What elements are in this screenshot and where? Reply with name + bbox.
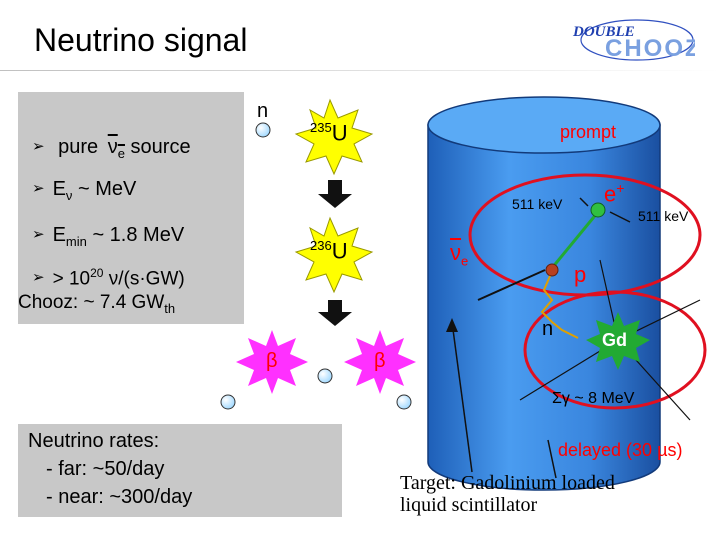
gamma-right-arrow — [609, 211, 631, 223]
delayed-ellipse — [523, 290, 707, 410]
pure-label: pure — [58, 136, 99, 158]
detector-top — [427, 96, 661, 154]
nu-glyph: ν — [107, 136, 118, 158]
energy-symbol: E — [52, 178, 66, 200]
beta-label-right: β — [374, 350, 386, 372]
flux-exponent: 20 — [90, 266, 104, 280]
positron-charge: + — [616, 180, 625, 196]
neutron-label: n — [257, 100, 269, 122]
nu-glyph: ν — [450, 240, 461, 265]
u235-mass: 235 — [310, 120, 332, 135]
gamma-511-right-label: 511 keV — [638, 208, 689, 224]
target-pointer-2 — [547, 439, 557, 479]
fragment-ball-2 — [317, 368, 333, 384]
nu-subscript: e — [117, 146, 125, 161]
beta-label-left: β — [266, 350, 278, 372]
bullet-energy: ➢ Eν ~ MeV — [32, 178, 136, 203]
arrow-bullet-icon: ➢ — [32, 226, 45, 243]
neutron-path — [540, 275, 579, 339]
double-chooz-logo: DOUBLE CHOOZ — [572, 19, 695, 62]
emin-value: ~ 1.8 MeV — [92, 224, 185, 246]
beta-star-right — [344, 330, 416, 394]
bullet-chooz-power: Chooz: ~ 7.4 GWth — [18, 292, 175, 316]
beta-star-left — [236, 330, 308, 394]
neutron-capture-label: n — [542, 318, 554, 340]
bullet-pure-source: ➢ pure νe source — [32, 136, 191, 161]
antineutrino-symbol: νe — [107, 136, 125, 161]
flux-base: > 10 — [52, 268, 91, 290]
flux-unit: ν/(s·GW) — [108, 268, 185, 290]
u235-symbol: U — [331, 120, 348, 146]
gamma-511-left-label: 511 keV — [512, 196, 563, 212]
target-description: Target: Gadolinium loaded liquid scintil… — [400, 472, 615, 516]
logo-orbit — [580, 19, 694, 61]
u236-label: 236U — [310, 238, 348, 264]
bullet-panel: ➢ pure νe source ➢Eν ~ MeV ➢Emin ~ 1.8 M… — [18, 92, 244, 324]
chooz-power-subscript: th — [164, 300, 176, 316]
proton-label: p — [574, 262, 587, 287]
neutrino-rates-panel: Neutrino rates: - far: ~50/day - near: ~… — [18, 424, 342, 517]
prompt-label: prompt — [560, 122, 617, 142]
target-line-2: liquid scintillator — [400, 494, 538, 516]
rate-far: - far: ~50/day — [46, 458, 165, 480]
delayed-label: delayed (30 µs) — [558, 440, 683, 460]
rate-near: - near: ~300/day — [46, 486, 193, 508]
arrow-bullet-icon: ➢ — [32, 180, 45, 197]
nu-subscript: e — [461, 253, 469, 269]
svg-text:CHOOZ: CHOOZ — [605, 35, 695, 62]
target-pointer-1 — [451, 321, 473, 473]
positron-label: e+ — [604, 180, 624, 207]
fragment-ball-3 — [396, 394, 412, 410]
energy-subscript: ν — [65, 188, 73, 203]
target-line-1: Target: Gadolinium loaded — [400, 472, 615, 494]
gd-nucleus — [586, 312, 650, 370]
u235-nucleus — [294, 98, 374, 176]
target-pointer-head-1 — [446, 318, 458, 332]
source-label: source — [130, 136, 191, 158]
bullet-flux: ➢ > 1020 ν/(s·GW) — [32, 266, 185, 290]
antineutrino-label: νe — [450, 240, 468, 268]
positron-path — [550, 211, 600, 269]
positron-symbol: e — [604, 181, 617, 207]
chooz-power-label: Chooz: ~ 7.4 GW — [18, 292, 165, 313]
u236-nucleus — [294, 216, 374, 294]
arrow-bullet-icon: ➢ — [32, 138, 45, 155]
page-title: Neutrino signal — [34, 22, 248, 58]
svg-text:DOUBLE: DOUBLE — [572, 24, 635, 40]
title-underline — [0, 70, 720, 71]
u236-mass: 236 — [310, 238, 332, 253]
gd-label: Gd — [602, 330, 627, 350]
u235-label: 235U — [310, 120, 348, 146]
energy-value: ~ MeV — [77, 178, 137, 200]
bullet-emin: ➢ Emin ~ 1.8 MeV — [32, 224, 184, 249]
decay-arrow-1 — [318, 180, 352, 208]
positron-ball — [590, 202, 606, 218]
decay-arrow-2 — [318, 300, 352, 326]
gamma-left-arrow — [579, 197, 589, 207]
proton-ball — [545, 263, 559, 277]
neutron-ball — [255, 122, 271, 138]
rates-heading: Neutrino rates: — [28, 430, 160, 452]
neutrino-path — [477, 269, 546, 301]
emin-subscript: min — [65, 234, 87, 249]
u236-symbol: U — [331, 238, 348, 264]
arrow-bullet-icon: ➢ — [32, 269, 45, 287]
fragment-ball-1 — [220, 394, 236, 410]
emin-symbol: E — [52, 224, 66, 246]
gamma-sum-label: Σγ ~ 8 MeV — [552, 390, 635, 407]
